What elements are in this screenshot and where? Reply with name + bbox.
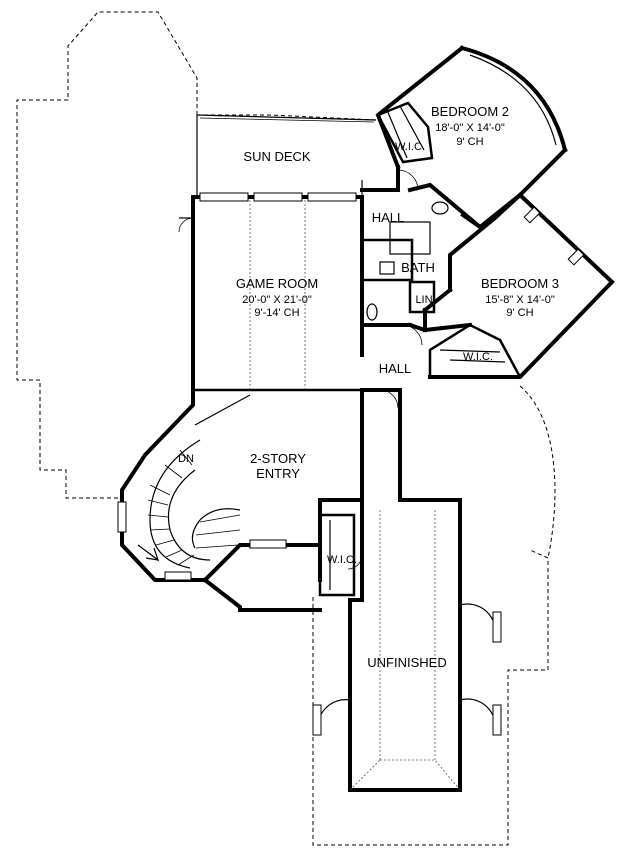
wic-bedroom-3-label: W.I.C. [463, 351, 493, 363]
bath-label: BATH [401, 260, 435, 275]
roof-outline [16, 11, 556, 846]
bedroom-3-size: 15'-8" X 14'-0" [485, 294, 555, 306]
game-room-name: GAME ROOM [236, 276, 318, 291]
wic-bedroom-2-label: W.I.C. [395, 141, 425, 153]
hall-upper-label: HALL [372, 210, 405, 225]
room-labels: BEDROOM 2 18'-0" X 14'-0" 9' CH W.I.C. B… [178, 104, 559, 670]
stair-down-label: DN [178, 453, 194, 465]
unfinished-label: UNFINISHED [367, 655, 446, 670]
curved-stair [137, 439, 241, 569]
bedroom-2-ceiling: 9' CH [456, 136, 483, 148]
bedroom-3-name: BEDROOM 3 [481, 276, 559, 291]
game-room-walls [178, 192, 364, 392]
bedroom-3-walls [422, 192, 615, 379]
lin-label: LIN [415, 294, 432, 306]
sun-deck-label: SUN DECK [243, 149, 311, 164]
hall-bath-core [360, 165, 483, 409]
unfinished-walls [312, 388, 502, 792]
entry-label-line-1: 2-STORY [250, 451, 306, 466]
hall-lower-label: HALL [379, 361, 412, 376]
game-room-size: 20'-0" X 21'-0" [242, 294, 312, 306]
entry-label-line-2: ENTRY [256, 466, 300, 481]
bedroom-2-name: BEDROOM 2 [431, 104, 509, 119]
game-room-ceiling: 9'-14' CH [254, 307, 299, 319]
entry-walls [117, 388, 364, 612]
wic-entry-label: W.I.C. [327, 554, 357, 566]
bedroom-2-size: 18'-0" X 14'-0" [435, 122, 505, 134]
sun-deck [196, 114, 377, 197]
bedroom-3-ceiling: 9' CH [506, 307, 533, 319]
